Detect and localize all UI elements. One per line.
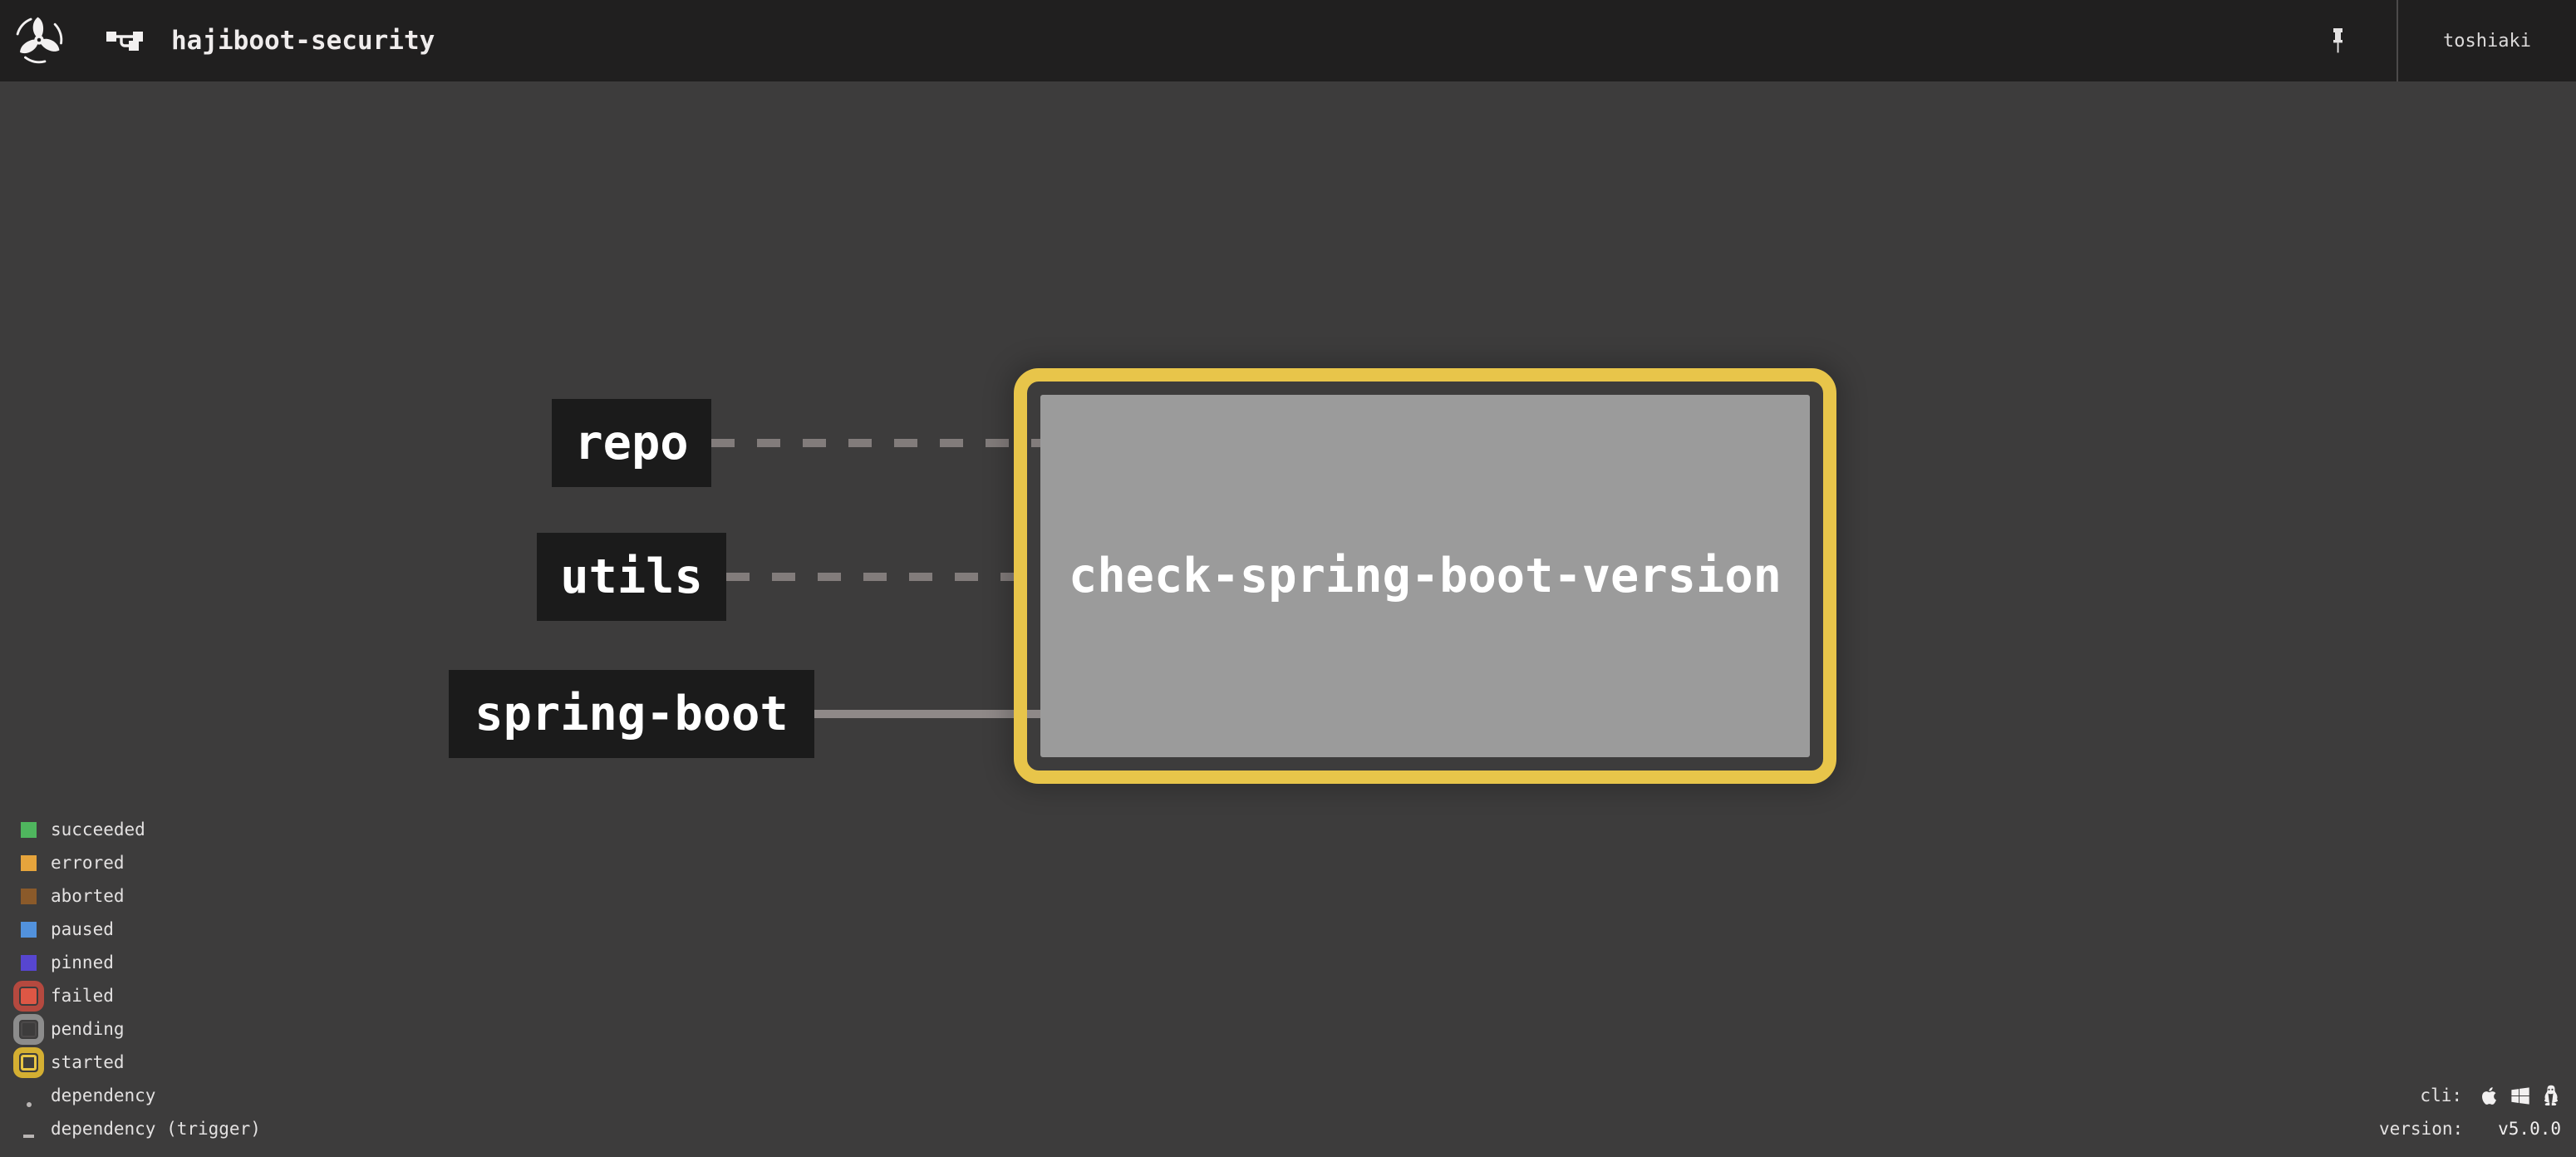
cli-row: cli: — [2420, 1079, 2561, 1112]
version-row: version: v5.0.0 — [2379, 1112, 2561, 1145]
legend-label: succeeded — [51, 820, 145, 839]
top-bar: hajiboot-security toshiaki — [0, 0, 2576, 81]
legend-item-aborted: aborted — [13, 879, 261, 913]
resource-repo-label: repo — [574, 416, 689, 470]
legend-item-dependency-trigger: dependency (trigger) — [13, 1112, 261, 1145]
dependency-dot-icon — [26, 1102, 32, 1107]
resource-utils-label: utils — [560, 549, 703, 604]
pin-icon — [2333, 28, 2342, 53]
aborted-swatch — [21, 888, 37, 904]
cli-download-icons — [2479, 1084, 2561, 1107]
dependency-line-repo — [711, 439, 1047, 447]
resource-spring-boot[interactable]: spring-boot — [449, 670, 814, 758]
legend-item-errored: errored — [13, 846, 261, 879]
job-started-border — [1014, 368, 1836, 784]
paused-swatch — [21, 921, 37, 938]
pinned-swatch — [21, 954, 37, 971]
legend-label: dependency (trigger) — [51, 1119, 261, 1139]
windows-cli-icon[interactable] — [2509, 1085, 2531, 1107]
pin-button[interactable] — [2319, 0, 2356, 81]
version-label: version: — [2378, 1119, 2464, 1139]
resource-repo[interactable]: repo — [552, 399, 711, 487]
pending-swatch — [13, 1013, 44, 1045]
legend-item-pending: pending — [13, 1012, 261, 1046]
legend-label: aborted — [51, 886, 125, 906]
legend-label: dependency — [51, 1086, 156, 1105]
legend-item-pinned: pinned — [13, 946, 261, 979]
pipeline-title: hajiboot-security — [171, 26, 435, 56]
linux-cli-icon[interactable] — [2540, 1084, 2561, 1107]
job-name: check-spring-boot-version — [1069, 549, 1782, 603]
dependency-line-utils — [726, 573, 1047, 581]
failed-swatch — [13, 980, 44, 1012]
legend-label: pinned — [51, 953, 114, 972]
legend-label: started — [51, 1052, 125, 1072]
legend-item-failed: failed — [13, 979, 261, 1012]
version-value: v5.0.0 — [2498, 1119, 2561, 1139]
trigger-line-spring-boot — [814, 710, 1047, 718]
status-legend: succeeded errored aborted paused pinned … — [13, 813, 261, 1145]
pipeline-breadcrumb-icon — [106, 32, 143, 51]
resource-spring-boot-label: spring-boot — [474, 687, 789, 741]
user-name: toshiaki — [2443, 30, 2531, 52]
user-menu[interactable]: toshiaki — [2398, 0, 2576, 81]
legend-item-started: started — [13, 1046, 261, 1079]
succeeded-swatch — [21, 821, 37, 838]
legend-label: failed — [51, 986, 114, 1006]
apple-cli-icon[interactable] — [2479, 1085, 2500, 1107]
legend-item-dependency: dependency — [13, 1079, 261, 1112]
errored-swatch — [21, 854, 37, 871]
cli-label: cli: — [2420, 1086, 2462, 1105]
job-body: check-spring-boot-version — [1040, 395, 1810, 757]
dependency-trigger-dash-icon — [23, 1135, 34, 1138]
started-swatch — [13, 1046, 44, 1078]
legend-label: pending — [51, 1019, 125, 1039]
topbar-divider — [2397, 0, 2398, 81]
concourse-logo-icon[interactable] — [12, 12, 66, 67]
breadcrumb[interactable]: hajiboot-security — [106, 0, 435, 81]
resource-utils[interactable]: utils — [537, 533, 726, 621]
legend-item-paused: paused — [13, 913, 261, 946]
footer-info: cli: versio — [2379, 1079, 2561, 1145]
legend-label: errored — [51, 853, 125, 873]
job-check-spring-boot-version[interactable]: check-spring-boot-version — [1014, 368, 1836, 784]
pipeline-graph: repo utils spring-boot check-spring-boot… — [0, 81, 2576, 1157]
legend-item-succeeded: succeeded — [13, 813, 261, 846]
legend-label: paused — [51, 919, 114, 939]
